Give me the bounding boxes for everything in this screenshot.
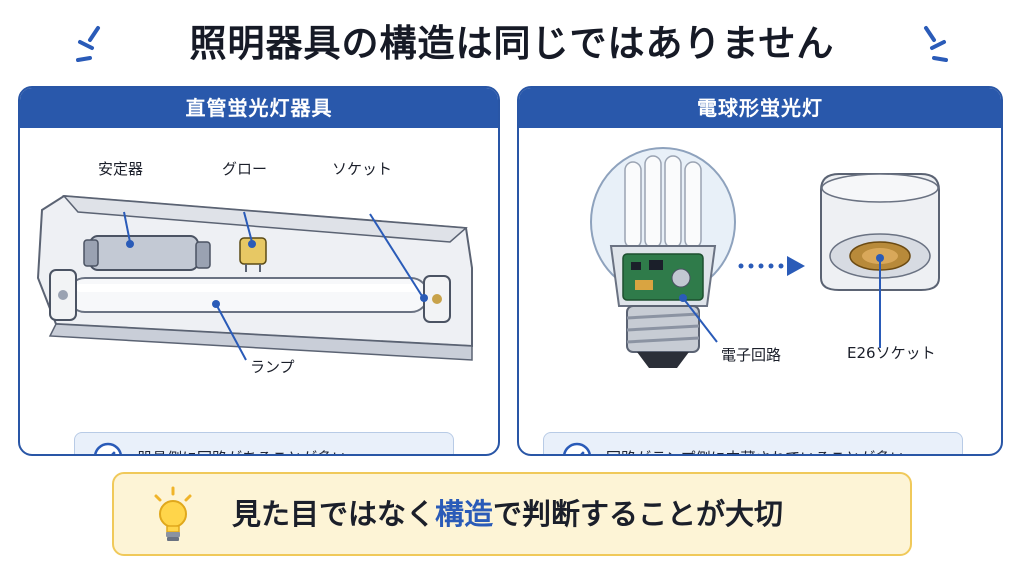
conclusion-text-after: で判断することが大切 <box>493 497 784 531</box>
check-circle-icon <box>563 442 591 454</box>
bulb-illustration <box>590 147 940 368</box>
sparkle-icon <box>76 26 100 62</box>
label-e26-socket: E26ソケット <box>847 344 936 362</box>
panel-straight-tube-fixture: 直管蛍光灯器具 <box>18 86 500 456</box>
sparkle-icon <box>924 26 948 62</box>
panel-body: 電子回路 E26ソケット 回路がランプ側に内蔵されていることが多い <box>519 128 1001 455</box>
page-title: 照明器具の構造は同じではありません <box>189 22 835 65</box>
note-text: 器具側に回路があることが多い <box>137 447 347 455</box>
lightbulb-icon <box>154 486 192 541</box>
conclusion-text-before: 見た目ではなく <box>232 497 436 531</box>
panel-heading: 直管蛍光灯器具 <box>20 88 498 128</box>
note-text: 回路がランプ側に内蔵されていることが多い <box>606 447 905 455</box>
panel-bulb-type-fluorescent: 電球形蛍光灯 <box>517 86 1003 456</box>
panel-heading: 電球形蛍光灯 <box>519 88 1001 128</box>
conclusion-text: 見た目ではなく構造で判断することが大切 <box>232 474 783 554</box>
label-socket: ソケット <box>332 160 393 178</box>
note-box: 回路がランプ側に内蔵されていることが多い <box>543 432 963 455</box>
conclusion-highlight: 構造 <box>435 497 494 531</box>
label-lamp: ランプ <box>250 358 295 376</box>
arrow-right-icon <box>738 256 805 276</box>
label-glow-starter: グロー <box>222 160 268 178</box>
label-electronic-circuit: 電子回路 <box>721 346 782 364</box>
conclusion-banner: 見た目ではなく構造で判断することが大切 <box>112 472 912 556</box>
label-ballast: 安定器 <box>98 160 144 178</box>
check-circle-icon <box>94 442 122 454</box>
note-box: 器具側に回路があることが多い <box>74 432 454 455</box>
fixture-illustration <box>36 194 473 361</box>
title-area: 照明器具の構造は同じではありません <box>0 14 1024 74</box>
panel-body: 安定器 グロー ソケット ランプ 器具側に回路があることが多い <box>20 128 498 455</box>
